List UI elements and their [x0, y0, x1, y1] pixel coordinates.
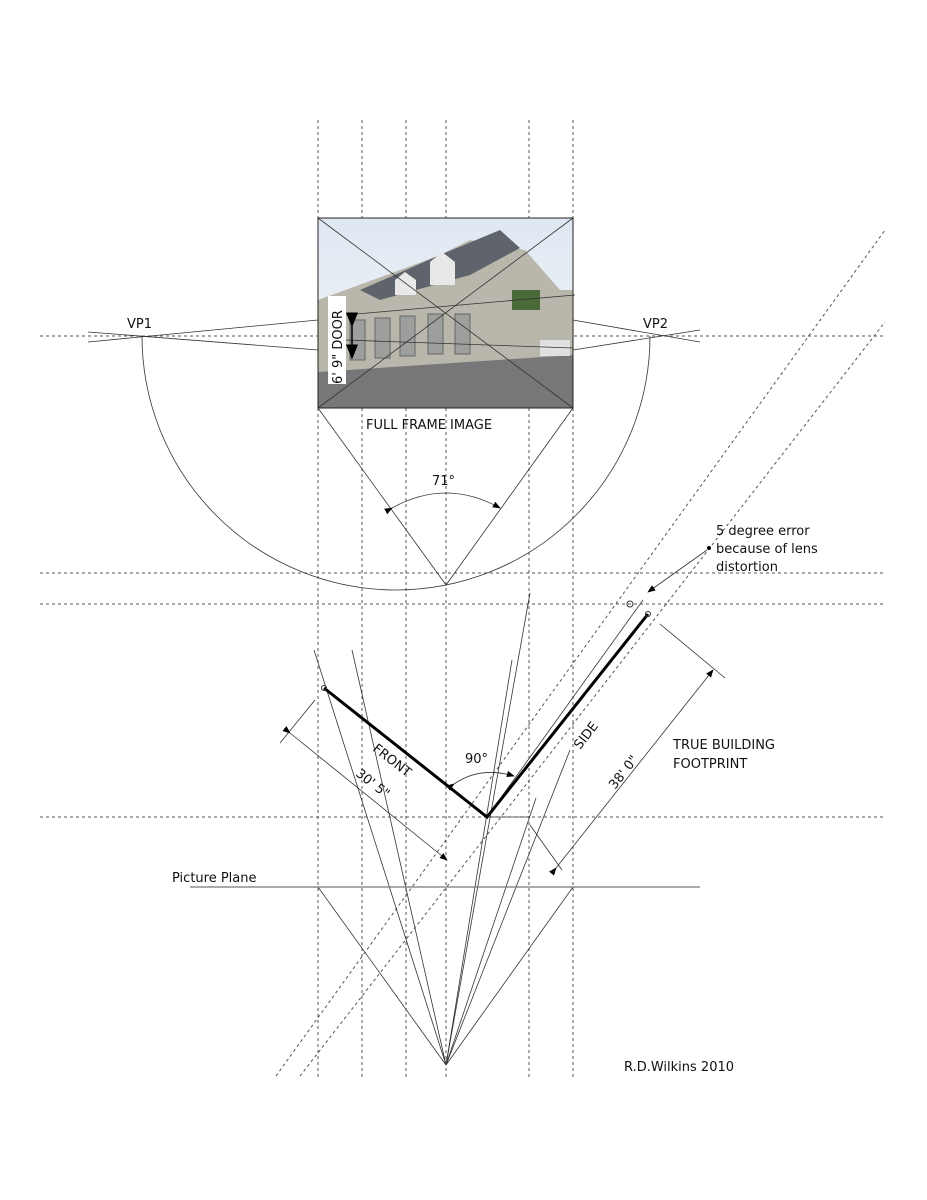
front-dimension-line	[282, 725, 448, 861]
footprint-label-line1: TRUE BUILDING	[672, 738, 775, 753]
lens-error-line2: because of lens	[716, 542, 818, 557]
lens-error-line3: distortion	[716, 560, 778, 575]
vanishing-lines	[87, 319, 701, 351]
vp1-label: VP1	[127, 317, 152, 332]
credit-label: R.D.Wilkins 2010	[624, 1060, 734, 1075]
vp2-label: VP2	[643, 317, 668, 332]
front-dimension-label: 30' 5"	[353, 766, 393, 802]
side-dimension-label: 38' 0"	[606, 753, 642, 793]
corner-angle-arc	[446, 770, 515, 791]
footprint-node	[645, 611, 651, 617]
view-cone-right	[445, 407, 574, 586]
view-cone-left	[317, 407, 447, 586]
picture-plane-label: Picture Plane	[172, 871, 257, 886]
dim-ext	[659, 623, 726, 679]
corner-angle-label: 90°	[465, 752, 488, 767]
building-photo	[317, 217, 576, 409]
lens-error-leader	[647, 549, 708, 593]
view-angle-label: 71°	[432, 474, 455, 489]
door-label-box	[328, 296, 346, 384]
lens-error-line1: 5 degree error	[716, 524, 810, 539]
footprint-label-line2: FOOTPRINT	[673, 757, 747, 772]
full-frame-label: FULL FRAME IMAGE	[366, 418, 492, 433]
door-height-label: 6' 9" DOOR	[331, 310, 346, 384]
footprint-node	[626, 600, 634, 608]
dim-ext	[529, 824, 563, 871]
vp-semicircle	[141, 335, 651, 591]
view-angle-arc	[384, 492, 501, 515]
dim-ext	[279, 699, 316, 744]
vertical-guides	[317, 120, 574, 1078]
side-label: SIDE	[571, 719, 601, 752]
side-dimension-line	[549, 669, 714, 876]
lens-error-dot	[707, 546, 711, 550]
diagonal-guide	[299, 321, 886, 1077]
front-label: FRONT	[370, 741, 414, 780]
footprint-node	[321, 685, 327, 691]
